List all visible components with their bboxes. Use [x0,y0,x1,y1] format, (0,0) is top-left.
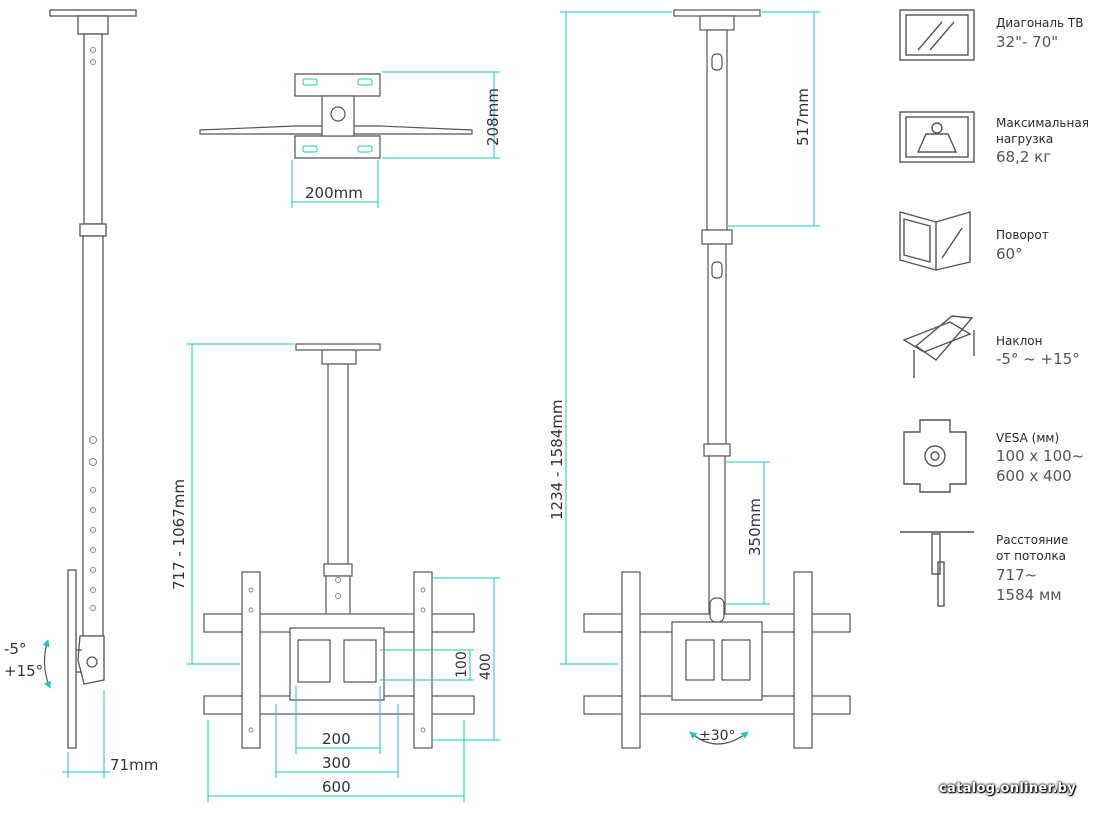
front-dimensions [186,343,500,802]
spec-label-diagonal: Диагональ ТВ [996,16,1084,30]
tv-diagonal-icon [899,9,975,61]
plate-width-value: 200mm [305,184,363,202]
tilt-plus-label: +15° [4,662,43,680]
upper-section-value: 517mm [794,88,812,146]
vesa-v-large-value: 400 [478,653,494,680]
front-height-value: 717 - 1067mm [170,479,188,590]
vesa-h-small-value: 200 [322,730,351,748]
spec-value-vesa-2: 600 x 400 [996,467,1072,485]
spec-panel: Диагональ ТВ 32"- 70" Максимальная нагру… [899,9,1089,607]
top-view [199,73,473,159]
vesa-v-small-value: 100 [454,651,470,678]
swivel-arc [689,731,749,745]
spec-value-vesa-1: 100 x 100~ [996,447,1084,465]
front-view-holes [248,577,426,733]
lower-section-value: 350mm [746,498,764,556]
vesa-h-mid-value: 300 [322,754,351,772]
tilt-arc [42,639,51,689]
vesa-h-large-value: 600 [322,778,351,796]
tall-view [583,9,851,749]
tilt-icon [902,315,975,378]
plate-dimensions [291,71,500,208]
vesa-icon [903,419,967,493]
spec-label-tilt: Наклон [996,334,1042,348]
spec-label-distance: Расстояние [996,533,1068,547]
spec-value-load: 68,2 кг [996,148,1051,166]
full-height-value: 1234 - 1584mm [548,399,566,520]
spec-value-diagonal: 32"- 70" [996,33,1058,51]
spec-value-distance-2: 1584 мм [996,586,1062,604]
spec-value-rotation: 60° [996,245,1023,263]
spec-label-rotation: Поворот [996,228,1049,242]
tilt-minus-label: -5° [4,640,26,658]
swivel-value: ±30° [699,728,736,744]
spec-value-tilt: -5° ~ +15° [996,350,1080,368]
tall-dimensions [560,11,820,665]
spec-label-load: Максимальная [996,116,1089,130]
plate-height-value: 208mm [484,88,502,146]
watermark: catalog.onliner.by [939,781,1076,796]
depth-value: 71mm [110,756,158,774]
side-view [49,9,137,749]
spec-label-load-2: нагрузка [996,132,1053,146]
ceiling-distance-icon [900,531,974,607]
front-view [203,343,475,749]
depth-dimension [62,690,110,778]
spec-value-distance-1: 717~ [996,566,1037,584]
max-load-icon [899,111,975,163]
rotation-icon [899,211,971,271]
spec-label-vesa: VESA (мм) [996,431,1059,445]
spec-label-distance-2: от потолка [996,549,1066,563]
